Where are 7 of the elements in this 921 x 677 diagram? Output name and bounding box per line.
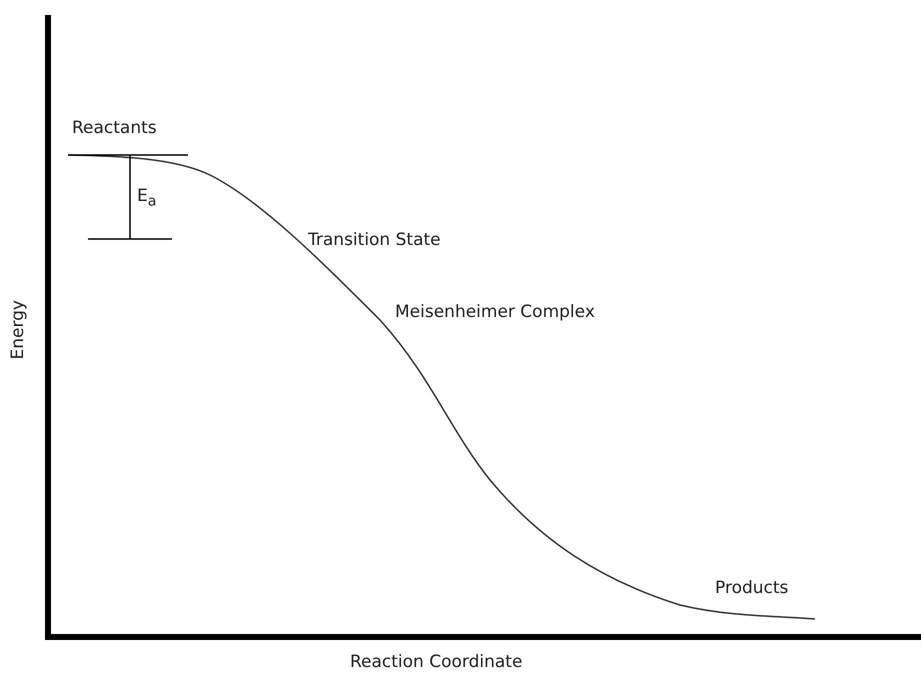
point-label: Transition State: [308, 230, 441, 250]
point-label: Meisenheimer Complex: [395, 302, 595, 322]
curve-label: Reactants: [72, 118, 157, 138]
energy-label: E$_{a}$: [137, 186, 156, 210]
point-label: Products: [715, 578, 788, 598]
axis-title: Reaction Coordinate: [350, 652, 522, 672]
axis-title: Energy: [8, 300, 28, 360]
